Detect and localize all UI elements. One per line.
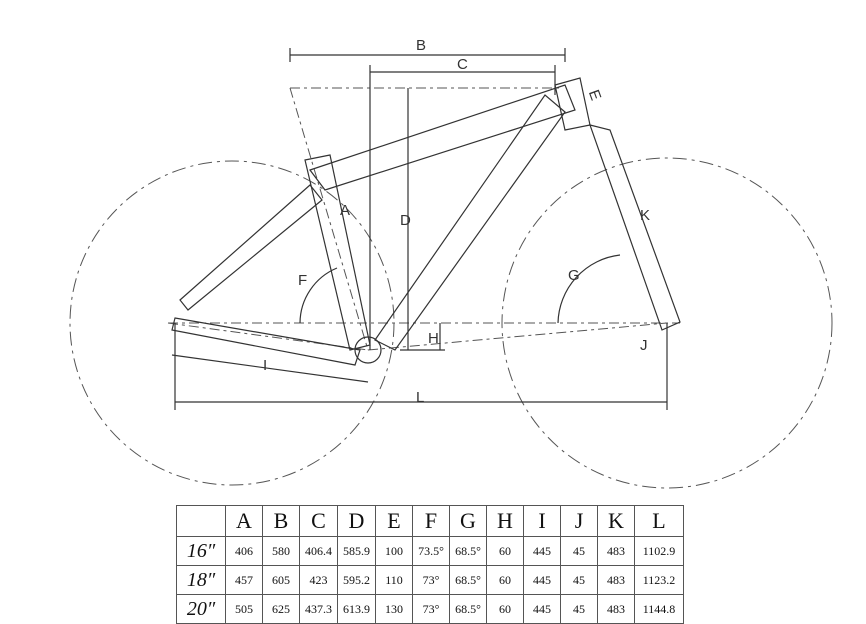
table-cell: 68.5° bbox=[449, 536, 487, 566]
table-cell: 445 bbox=[523, 536, 561, 566]
table-cell: 613.9 bbox=[337, 594, 376, 624]
column-header: K bbox=[597, 505, 635, 537]
table-cell: 445 bbox=[523, 594, 561, 624]
front-wheel bbox=[501, 157, 833, 489]
table-cell: 580 bbox=[262, 536, 300, 566]
i-line bbox=[171, 354, 369, 383]
table-cell: 505 bbox=[225, 594, 263, 624]
table-cell: 73.5° bbox=[412, 536, 450, 566]
table-cell: 130 bbox=[375, 594, 413, 624]
label-l: L bbox=[416, 389, 424, 406]
label-f: F bbox=[298, 272, 307, 289]
label-d: D bbox=[400, 212, 411, 229]
table-cell: 625 bbox=[262, 594, 300, 624]
seat-stay bbox=[179, 184, 323, 311]
table-cell: 483 bbox=[597, 594, 635, 624]
table-cell: 68.5° bbox=[449, 594, 487, 624]
frame-geometry-diagram: B C E A D K F G H J I L bbox=[69, 37, 833, 489]
label-c: C bbox=[457, 56, 468, 73]
geometry-table: A B C D E F G H I J K L 16″ 406 580 406.… bbox=[176, 505, 684, 624]
column-header: E bbox=[375, 505, 413, 537]
table-row: 20″ 505 625 437.3 613.9 130 73° 68.5° 60… bbox=[176, 594, 684, 624]
column-header: L bbox=[634, 505, 684, 537]
table-cell: 1123.2 bbox=[634, 565, 684, 595]
g-arc bbox=[557, 254, 621, 324]
table-cell: 45 bbox=[560, 565, 598, 595]
label-a: A bbox=[340, 202, 350, 219]
table-cell: 100 bbox=[375, 536, 413, 566]
column-header: H bbox=[486, 505, 524, 537]
label-g: G bbox=[568, 267, 580, 284]
column-header: A bbox=[225, 505, 263, 537]
table-cell: 60 bbox=[486, 536, 524, 566]
size-cell: 20″ bbox=[176, 594, 226, 624]
table-cell: 423 bbox=[299, 565, 338, 595]
column-header: F bbox=[412, 505, 450, 537]
table-header-row: A B C D E F G H I J K L bbox=[176, 505, 684, 537]
label-e: E bbox=[585, 88, 604, 103]
table-cell: 595.2 bbox=[337, 565, 376, 595]
table-cell: 1144.8 bbox=[634, 594, 684, 624]
table-cell: 68.5° bbox=[449, 565, 487, 595]
table-cell: 445 bbox=[523, 565, 561, 595]
table-cell: 60 bbox=[486, 594, 524, 624]
table-cell: 406 bbox=[225, 536, 263, 566]
table-cell: 483 bbox=[597, 536, 635, 566]
column-header: C bbox=[299, 505, 338, 537]
column-header: D bbox=[337, 505, 376, 537]
table-cell: 45 bbox=[560, 594, 598, 624]
table-cell: 60 bbox=[486, 565, 524, 595]
seat-tube-axis bbox=[289, 87, 369, 351]
table-row: 18″ 457 605 423 595.2 110 73° 68.5° 60 4… bbox=[176, 565, 684, 595]
table-cell: 73° bbox=[412, 594, 450, 624]
label-k: K bbox=[640, 207, 650, 224]
table-cell: 110 bbox=[375, 565, 413, 595]
column-header: I bbox=[523, 505, 561, 537]
label-i: I bbox=[263, 357, 267, 374]
f-arc bbox=[299, 267, 338, 324]
label-j: J bbox=[640, 337, 648, 354]
fork bbox=[589, 124, 681, 331]
bottom-bracket bbox=[354, 336, 382, 364]
table-cell: 73° bbox=[412, 565, 450, 595]
label-h: H bbox=[428, 330, 439, 347]
table-cell: 406.4 bbox=[299, 536, 338, 566]
table-cell: 1102.9 bbox=[634, 536, 684, 566]
bb-to-front-axle-line bbox=[367, 322, 668, 351]
table-row: 16″ 406 580 406.4 585.9 100 73.5° 68.5° … bbox=[176, 536, 684, 566]
table-cell: 457 bbox=[225, 565, 263, 595]
label-b: B bbox=[416, 37, 426, 54]
top-tube bbox=[309, 84, 576, 191]
table-header-corner bbox=[176, 505, 226, 537]
down-tube bbox=[374, 94, 566, 351]
column-header: B bbox=[262, 505, 300, 537]
table-cell: 437.3 bbox=[299, 594, 338, 624]
size-cell: 18″ bbox=[176, 565, 226, 595]
column-header: G bbox=[449, 505, 487, 537]
column-header: J bbox=[560, 505, 598, 537]
chain-stay bbox=[171, 317, 361, 366]
table-cell: 45 bbox=[560, 536, 598, 566]
table-cell: 605 bbox=[262, 565, 300, 595]
table-cell: 585.9 bbox=[337, 536, 376, 566]
table-cell: 483 bbox=[597, 565, 635, 595]
size-cell: 16″ bbox=[176, 536, 226, 566]
